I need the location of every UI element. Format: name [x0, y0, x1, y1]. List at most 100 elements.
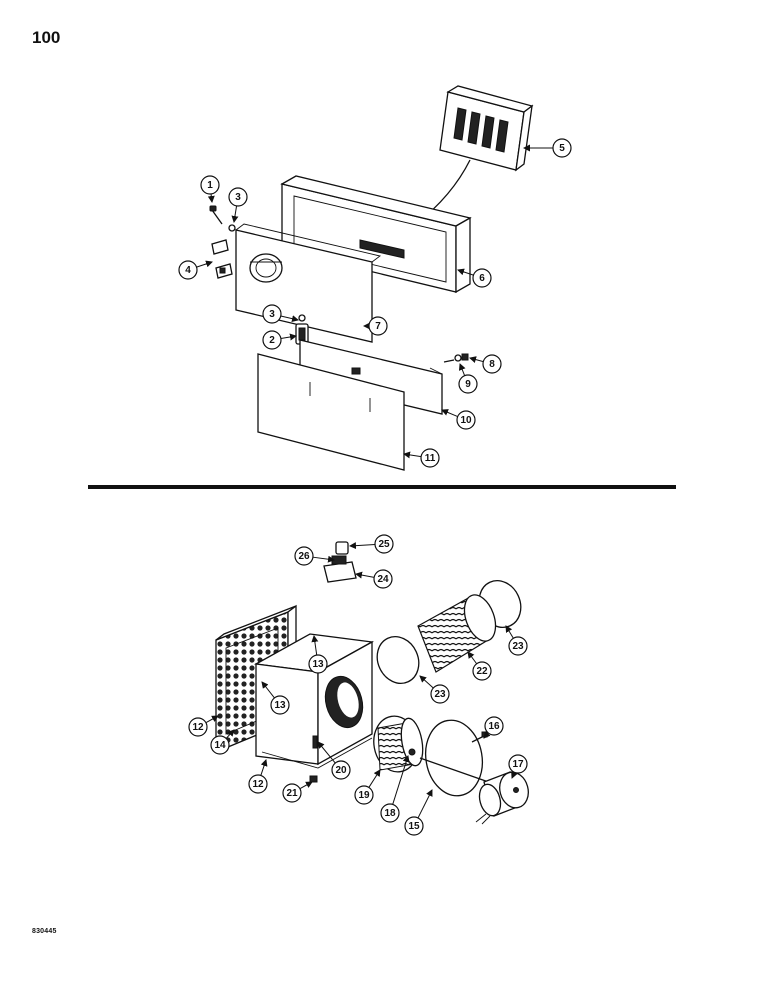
- callout-circle: [262, 330, 282, 350]
- callout-number: 24: [377, 574, 389, 585]
- callout-leader: [403, 451, 422, 459]
- callout-leader: [225, 729, 235, 739]
- callout-circle: [294, 546, 314, 566]
- callout-leader: [483, 731, 491, 739]
- callout-circle: [368, 316, 388, 336]
- callout-circle: [210, 735, 230, 755]
- backing-plate: [424, 719, 484, 797]
- callout-circle: [308, 654, 328, 674]
- upper-assembly: [209, 85, 534, 471]
- callout-leader: [457, 268, 474, 276]
- document-code: 830445: [32, 928, 57, 935]
- callout-circle: [552, 138, 572, 158]
- callout-number: 5: [559, 143, 565, 154]
- callout-circle: [262, 304, 282, 324]
- callout-lower-13: 13: [261, 681, 290, 715]
- callout-lower-12: 12: [248, 759, 268, 794]
- blower-wheel: [373, 715, 424, 773]
- duct-housing: [280, 175, 472, 294]
- callout-lower-23: 23: [505, 625, 528, 656]
- callout-leader: [261, 681, 275, 699]
- callout-upper-10: 10: [441, 409, 476, 430]
- callout-lower-24: 24: [355, 569, 393, 589]
- callout-number: 23: [434, 689, 446, 700]
- callout-number: 13: [274, 700, 286, 711]
- hose-clamp-left: [376, 636, 420, 684]
- callout-circle: [228, 187, 248, 207]
- heater-box: [253, 633, 375, 769]
- callout-circle: [331, 760, 351, 780]
- callout-circle: [508, 754, 528, 774]
- front-panel: [257, 353, 405, 471]
- callout-circle: [200, 175, 220, 195]
- callout-upper-3: 3: [228, 187, 248, 223]
- callout-lower-25: 25: [349, 534, 394, 554]
- callout-leader: [419, 675, 434, 689]
- page-number: 100: [32, 28, 61, 47]
- callout-number: 6: [479, 273, 485, 284]
- callout-circle: [354, 785, 374, 805]
- callout-circle: [373, 569, 393, 589]
- callout-upper-2: 2: [262, 330, 297, 350]
- callout-lower-15: 15: [404, 789, 433, 836]
- callout-number: 11: [425, 453, 436, 464]
- callout-leader: [349, 542, 376, 550]
- callout-upper-6: 6: [457, 268, 492, 288]
- callout-leader: [317, 741, 336, 764]
- callout-upper-11: 11: [403, 448, 440, 468]
- callout-number: 8: [489, 359, 495, 370]
- callout-leader: [467, 651, 478, 665]
- callout-upper-3: 3: [262, 304, 299, 324]
- callout-leader: [505, 625, 514, 639]
- callout-lower-21: 21: [282, 781, 313, 803]
- callout-circle: [472, 268, 492, 288]
- callout-circle: [482, 354, 502, 374]
- callout-circle: [282, 783, 302, 803]
- callout-leader: [260, 759, 268, 776]
- callout-lower-26: 26: [294, 546, 335, 566]
- callout-upper-1: 1: [200, 175, 220, 203]
- lower-assembly: [215, 541, 529, 825]
- callout-circle: [430, 684, 450, 704]
- callout-circle: [380, 803, 400, 823]
- callout-lower-14: 14: [210, 729, 235, 755]
- callout-number: 2: [269, 335, 275, 346]
- callout-number: 16: [488, 721, 500, 732]
- callout-leader: [311, 635, 319, 656]
- callout-number: 21: [286, 788, 298, 799]
- callout-number: 23: [512, 641, 524, 652]
- callout-number: 14: [214, 740, 226, 751]
- callout-circle: [458, 374, 478, 394]
- callout-number: 15: [408, 821, 420, 832]
- callout-leader: [441, 409, 458, 417]
- callout-number: 7: [375, 321, 381, 332]
- bolt-washer: [443, 353, 469, 363]
- callout-number: 26: [298, 551, 310, 562]
- switch: [295, 314, 309, 345]
- callout-leader: [417, 789, 433, 819]
- callout-circle: [374, 534, 394, 554]
- nut: [309, 775, 318, 783]
- callout-leader: [231, 205, 239, 223]
- callout-circle: [420, 448, 440, 468]
- callout-circle: [188, 717, 208, 737]
- callout-lower-20: 20: [317, 741, 351, 780]
- callout-leader: [207, 193, 215, 203]
- louver-grille: [439, 85, 534, 172]
- callout-upper-5: 5: [523, 138, 572, 158]
- callout-leader: [280, 333, 297, 341]
- callout-number: 20: [335, 765, 347, 776]
- callout-number: 25: [378, 539, 390, 550]
- callout-upper-9: 9: [458, 363, 478, 394]
- callout-leader: [355, 571, 375, 579]
- callout-leader: [392, 755, 410, 805]
- callout-number: 3: [235, 192, 241, 203]
- callout-lower-12: 12: [188, 715, 219, 737]
- callout-lower-16: 16: [483, 716, 504, 739]
- callout-lower-22: 22: [467, 651, 492, 681]
- callout-number: 22: [476, 666, 488, 677]
- callout-lower-23: 23: [419, 675, 450, 704]
- callout-number: 18: [384, 808, 396, 819]
- callout-leader: [368, 769, 381, 788]
